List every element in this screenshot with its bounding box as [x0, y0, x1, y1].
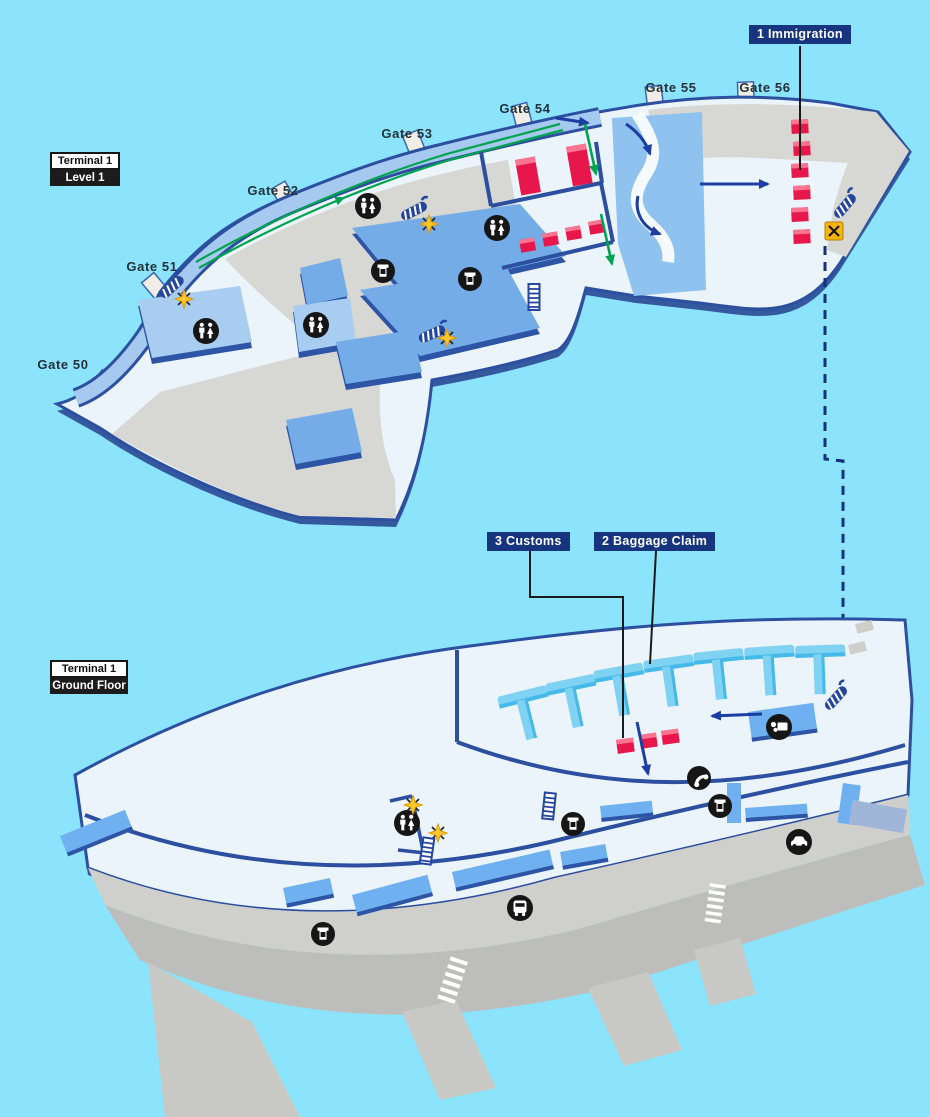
moving-walkway-line	[198, 128, 564, 269]
gate-label-56: Gate 56	[739, 80, 791, 95]
ground-floor-counters	[60, 702, 908, 917]
immigration-annotation: 1 Immigration	[749, 25, 851, 44]
payphone-icon	[458, 267, 482, 291]
level1-map-label: Terminal 1 Level 1	[50, 152, 120, 186]
immigration-queue-area	[612, 110, 706, 296]
ground-floor-map-label: Terminal 1 Ground Floor	[50, 660, 128, 694]
ground-floor-map	[60, 550, 925, 1117]
level1-gray-north-band	[648, 104, 909, 257]
restroom-icon	[394, 810, 420, 836]
restroom-icon	[355, 193, 381, 219]
ground-floor-edge-tabs	[848, 619, 874, 655]
gate-label-54: Gate 54	[499, 101, 551, 116]
restroom-icon	[303, 312, 329, 338]
payphone-icon	[708, 794, 732, 818]
queue-flow-arrow	[635, 195, 662, 236]
level1-walls	[479, 141, 615, 270]
restroom-icon	[193, 318, 219, 344]
baggage-carousels	[497, 644, 846, 741]
level-name: Ground Floor	[50, 678, 128, 694]
walkway-direction-arrowhead	[334, 196, 346, 206]
terminal-name: Terminal 1	[50, 660, 128, 678]
gate-label-55: Gate 55	[645, 80, 697, 95]
level-name: Level 1	[50, 170, 120, 186]
car-icon	[786, 829, 812, 855]
concession-block-small	[336, 330, 422, 384]
customs-annotation: 3 Customs	[487, 532, 570, 551]
queue-flow-arrow	[625, 122, 652, 156]
gate-label-50: Gate 50	[37, 357, 89, 372]
customs-flow-arrow	[635, 721, 652, 776]
crosswalk	[437, 883, 726, 1004]
closed-x-icon	[823, 220, 845, 242]
stairs-icon	[541, 791, 557, 821]
terminal-name: Terminal 1	[50, 152, 120, 170]
gate-label-51: Gate 51	[126, 259, 178, 274]
gate-label-52: Gate 52	[247, 183, 299, 198]
flow-arrow-to-queue	[555, 116, 590, 127]
payphone-icon	[561, 812, 585, 836]
restroom-icon	[484, 215, 510, 241]
gate-label-53: Gate 53	[381, 126, 433, 141]
transfer-flow-arrow	[599, 213, 615, 266]
sidewalk	[88, 795, 910, 955]
telephone-icon	[685, 764, 713, 792]
transfer-flow-arrow	[583, 123, 599, 176]
arrival-flow-arrow	[710, 710, 763, 721]
level1-map	[52, 46, 912, 527]
room-gate51	[138, 286, 252, 358]
baggage-claim-annotation: 2 Baggage Claim	[594, 532, 716, 551]
payphone-icon	[311, 922, 335, 946]
customs-leader-line	[529, 551, 624, 738]
stairs-icon	[418, 836, 436, 866]
level1-walkway	[72, 107, 602, 408]
level1-gray-southwest	[112, 348, 396, 518]
currency-exchange-icon	[766, 714, 792, 740]
moving-walkway-line	[195, 122, 561, 263]
road	[105, 835, 925, 1015]
driveways	[148, 938, 756, 1117]
payphone-icon	[371, 259, 395, 283]
concession-block-west	[300, 258, 348, 305]
stairs-icon	[527, 283, 541, 311]
level-connector-dashed-arrow	[823, 246, 849, 643]
concession-block-lower	[286, 408, 362, 464]
baggage-leader-line	[649, 550, 657, 665]
level1-pink-counters	[515, 143, 606, 253]
bus-icon	[507, 895, 533, 921]
